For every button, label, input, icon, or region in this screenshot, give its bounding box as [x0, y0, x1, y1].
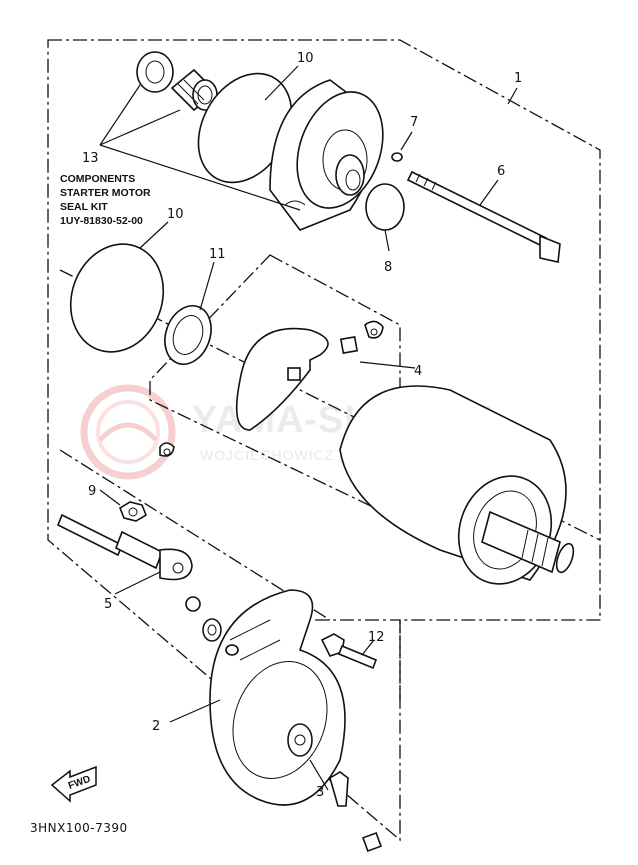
callout-13: 13: [82, 151, 99, 166]
caption-line-3: SEAL KIT: [60, 201, 108, 213]
bolt-12: [320, 633, 378, 670]
assembly-axis-2: [59, 449, 331, 621]
callout-1: 1: [514, 71, 522, 86]
callout-9: 9: [88, 484, 96, 499]
caption-line-4: 1UY-81830-52-00: [60, 215, 143, 227]
caption-line-1: COMPONENTS: [60, 173, 135, 185]
bearing: [170, 68, 218, 112]
caption-line-2: STARTER MOTOR: [60, 187, 151, 199]
callout-11: 11: [209, 247, 226, 262]
fwd-arrow: FWD: [50, 765, 97, 803]
callout-4: 4: [414, 364, 422, 379]
washer-7: [391, 152, 403, 162]
callout-12: 12: [368, 630, 385, 645]
seal-kit-caption: COMPONENTS STARTER MOTOR SEAL KIT 1UY-81…: [60, 173, 151, 227]
callout-6: 6: [497, 164, 505, 179]
o-ring-left: [69, 243, 165, 353]
callouts: 1 2 3 4 5 6 7 8 9 10 10 11 12 13: [82, 51, 522, 800]
lead-wire-5: [56, 513, 193, 581]
callout-3: 3: [316, 785, 324, 800]
washer-11: [164, 305, 212, 365]
brush-plate-4: [159, 320, 384, 457]
callout-7: 7: [410, 115, 418, 130]
washers-2: [185, 596, 239, 656]
callout-5: 5: [104, 597, 112, 612]
o-ring-8: [365, 183, 405, 231]
bolt-3: [329, 771, 382, 852]
front-cover: [269, 79, 384, 231]
through-bolt-6: [406, 170, 561, 263]
callout-8: 8: [384, 260, 392, 275]
callout-2: 2: [152, 719, 160, 734]
nut-9: [119, 501, 147, 522]
drawing-code: 3HNX100-7390: [30, 821, 128, 835]
yoke-housing: [339, 385, 575, 585]
rear-cover-2: [209, 589, 346, 806]
oil-seal: [136, 51, 174, 93]
leader-lines: [99, 65, 518, 791]
callout-10-top: 10: [297, 51, 314, 66]
callout-10-left: 10: [167, 207, 184, 222]
brush-holder-outline: [149, 254, 401, 522]
assembly-outline: [47, 39, 601, 842]
bolt-group-outline: [315, 619, 401, 700]
